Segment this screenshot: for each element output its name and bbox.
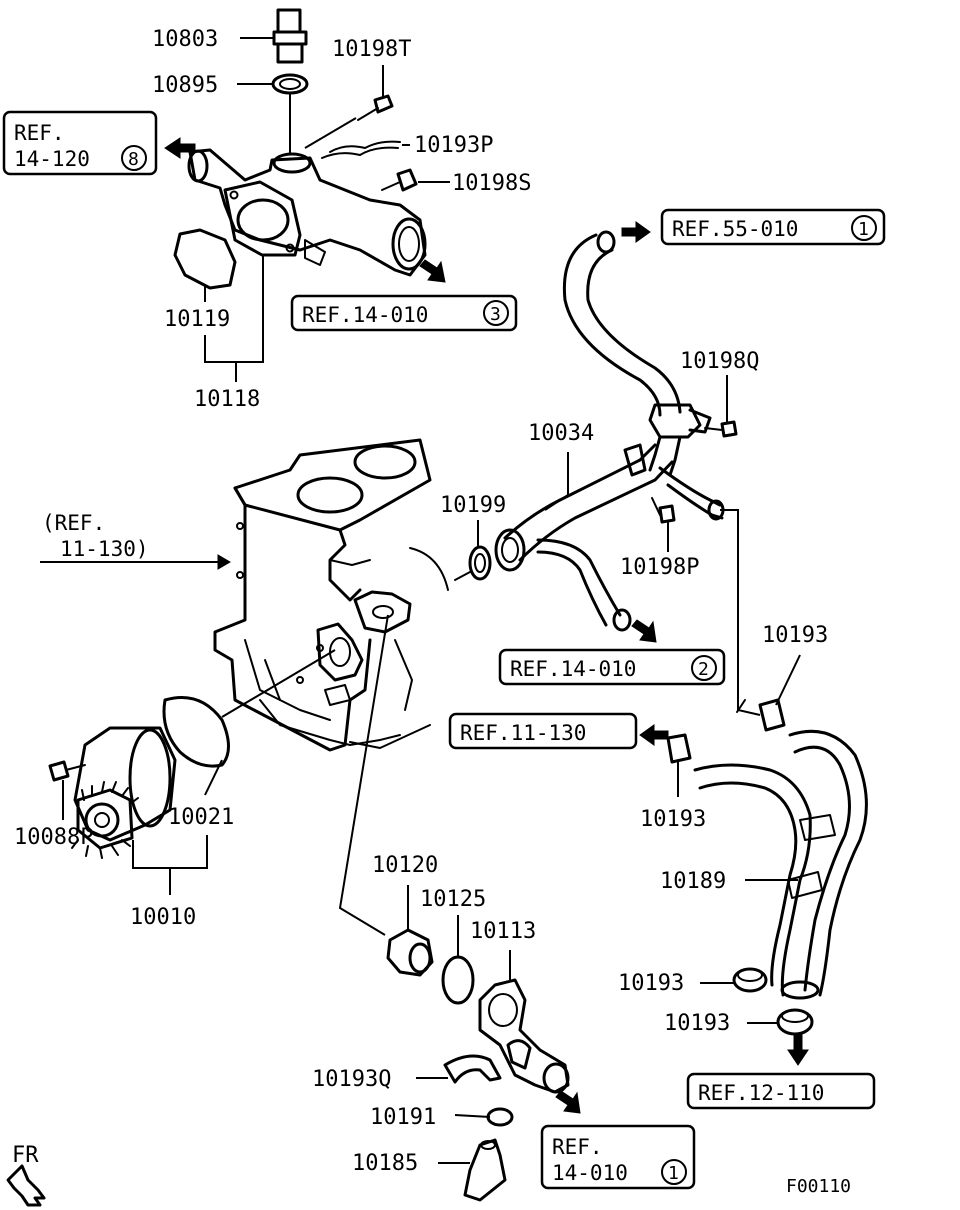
- water-pipe-assembly: [454, 230, 738, 632]
- flow-arrows: [6, 137, 809, 1207]
- water-pump: [48, 696, 230, 859]
- ref-text: REF.14-010: [302, 303, 428, 327]
- label-10193-lower-a: 10193: [618, 971, 684, 996]
- ref-box-55-010: REF.55-010 1: [660, 208, 886, 246]
- leader-lines: [40, 37, 801, 1164]
- ref-text-line2: 14-010: [552, 1161, 628, 1185]
- label-10034: 10034: [528, 421, 594, 446]
- label-10198Q: 10198Q: [680, 349, 759, 374]
- arrow-left-14-120: [164, 137, 196, 159]
- ref-text: REF.14-010: [510, 657, 636, 681]
- ref-box-14-010-b: REF.14-010 2: [498, 648, 726, 686]
- arrow-right-55-010: [621, 221, 651, 243]
- label-10193P: 10193P: [414, 133, 493, 158]
- label-10113: 10113: [470, 919, 536, 944]
- ref-text: REF.12-110: [698, 1081, 824, 1105]
- ref-circle-number: 3: [490, 304, 501, 325]
- label-10185: 10185: [352, 1151, 418, 1176]
- ref-circle-number: 1: [858, 219, 869, 240]
- water-outlet-fitting: [173, 8, 427, 290]
- label-10193Q: 10193Q: [312, 1067, 391, 1092]
- part-labels: 10803 10895 10198T 10193P 10198S 10119 1…: [14, 27, 828, 1176]
- ref-circle-number: 8: [128, 149, 139, 170]
- label-10199: 10199: [440, 493, 506, 518]
- ref-box-12-110: REF.12-110: [686, 1072, 876, 1110]
- label-10803: 10803: [152, 27, 218, 52]
- label-10118: 10118: [194, 387, 260, 412]
- thermostat-assembly: [386, 928, 570, 1202]
- fr-label: FR: [12, 1143, 39, 1168]
- arrow-down-right-14-010-c: [555, 1090, 581, 1114]
- label-10088P: 10088P: [14, 825, 93, 850]
- ref-text-line1: REF.: [552, 1135, 603, 1159]
- arrow-right-11-130: [217, 554, 231, 570]
- ref-box-14-010-c: REF. 14-010 1: [540, 1124, 696, 1190]
- label-10198P: 10198P: [620, 555, 699, 580]
- arrow-down-right-14-010-b: [631, 619, 657, 643]
- figure-code: F00110: [786, 1176, 851, 1197]
- ref-circle-number: 2: [698, 659, 709, 680]
- arrow-left-11-130: [639, 724, 669, 746]
- label-10119: 10119: [164, 307, 230, 332]
- ref-circle-number: 1: [668, 1163, 679, 1184]
- label-10193-upper: 10193: [762, 623, 828, 648]
- ref-box-14-010-a: REF.14-010 3: [290, 294, 518, 332]
- fr-direction-arrow: [6, 1164, 46, 1207]
- ref-box-14-120: REF. 14-120 8: [2, 110, 158, 176]
- label-10895: 10895: [152, 73, 218, 98]
- radiator-hose-assembly: [666, 698, 868, 1036]
- label-10021: 10021: [168, 805, 234, 830]
- ref-box-11-130: REF.11-130: [448, 712, 638, 750]
- label-10125: 10125: [420, 887, 486, 912]
- ref-text-line2: 14-120: [14, 147, 90, 171]
- ref-label-11-130: (REF. 11-130): [42, 511, 149, 561]
- arrow-down-right-14-010: [419, 259, 446, 283]
- ref-text-line1: REF.: [14, 121, 65, 145]
- arrow-down-12-110: [787, 1034, 809, 1066]
- diagram-footer: FR F00110: [12, 1143, 851, 1197]
- label-10193-lower-b: 10193: [664, 1011, 730, 1036]
- engine-block: [213, 438, 449, 752]
- label-10010: 10010: [130, 905, 196, 930]
- ref-text-line1: (REF.: [42, 511, 105, 535]
- label-10191: 10191: [370, 1105, 436, 1130]
- ref-text: REF.11-130: [460, 721, 586, 745]
- label-10120: 10120: [372, 853, 438, 878]
- ref-text: REF.55-010: [672, 217, 798, 241]
- ref-text-line2: 11-130): [60, 537, 149, 561]
- label-10189: 10189: [660, 869, 726, 894]
- label-10198S: 10198S: [452, 171, 531, 196]
- label-10193-left: 10193: [640, 807, 706, 832]
- label-10198T: 10198T: [332, 37, 411, 62]
